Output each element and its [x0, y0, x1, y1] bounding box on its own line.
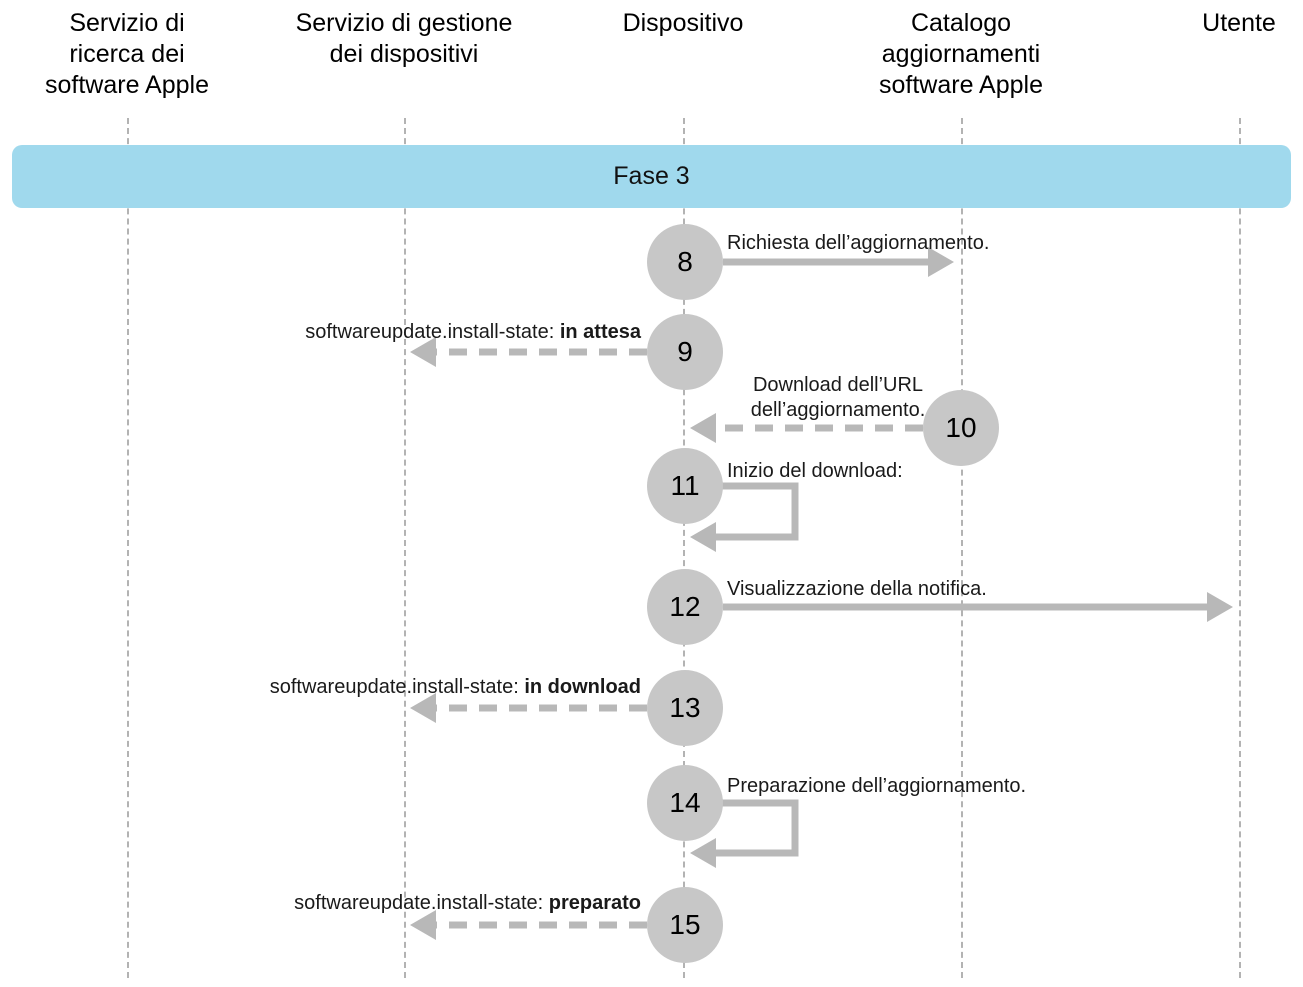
- step-node-12: 12: [647, 569, 723, 645]
- message-label-step-14: Preparazione dell’aggiornamento.: [727, 774, 1026, 799]
- lifeline-device: [683, 118, 685, 978]
- lane-header-device-management-service: Servizio di gestione dei dispositivi: [295, 9, 513, 68]
- message-label-step-11: Inizio del download:: [727, 459, 903, 484]
- step-node-9: 9: [647, 314, 723, 390]
- message-label-text: softwareupdate.install-state:: [294, 892, 549, 914]
- message-label-step-9: softwareupdate.install-state: in attesa: [0, 320, 641, 345]
- arrow-head-11: [690, 522, 716, 552]
- message-label-text: Preparazione dell’aggiornamento.: [727, 775, 1027, 797]
- message-label-step-15: softwareupdate.install-state: preparato: [0, 891, 641, 916]
- lane-header-apple-software-update-catalog: Catalogo aggiornamenti software Apple: [879, 9, 1043, 99]
- arrow-selfloop-11: [714, 482, 799, 541]
- message-label-step-13: softwareupdate.install-state: in downloa…: [0, 675, 641, 700]
- arrow-head-14: [690, 838, 716, 868]
- phase-banner-label: Fase 3: [613, 162, 690, 190]
- message-label-step-10: Download dell’URL dell’aggiornamento.: [750, 374, 926, 421]
- lifeline-device-management-service: [404, 118, 406, 978]
- lifeline-apple-software-lookup-service: [127, 118, 129, 978]
- step-node-15: 15: [647, 887, 723, 963]
- message-label-value: in download: [524, 676, 641, 698]
- message-label-step-8: Richiesta dell’aggiornamento.: [727, 231, 989, 256]
- lane-header-apple-software-lookup-service: Servizio di ricerca dei software Apple: [45, 9, 209, 99]
- message-label-text: Richiesta dell’aggiornamento.: [727, 232, 990, 254]
- lane-header-user: Utente: [1202, 9, 1276, 37]
- message-label-step-12: Visualizzazione della notifica.: [727, 577, 987, 602]
- lifeline-apple-software-update-catalog: [961, 118, 963, 978]
- message-label-text: Visualizzazione della notifica.: [727, 578, 987, 600]
- step-node-10: 10: [923, 390, 999, 466]
- step-node-14: 14: [647, 765, 723, 841]
- step-node-13: 13: [647, 670, 723, 746]
- message-label-text: softwareupdate.install-state:: [269, 676, 525, 698]
- arrow-selfloop-14: [714, 799, 799, 857]
- step-node-11: 11: [647, 448, 723, 524]
- message-label-text: Inizio del download:: [727, 460, 903, 482]
- message-label-text: softwareupdate.install-state:: [305, 321, 560, 343]
- lifeline-user: [1239, 118, 1241, 978]
- arrow-head-12: [1207, 592, 1233, 622]
- lane-header-device: Dispositivo: [622, 9, 744, 37]
- message-label-value: in attesa: [559, 321, 641, 343]
- step-node-8: 8: [647, 224, 723, 300]
- phase-banner: Fase 3: [12, 145, 1291, 208]
- message-label-value: preparato: [548, 892, 641, 914]
